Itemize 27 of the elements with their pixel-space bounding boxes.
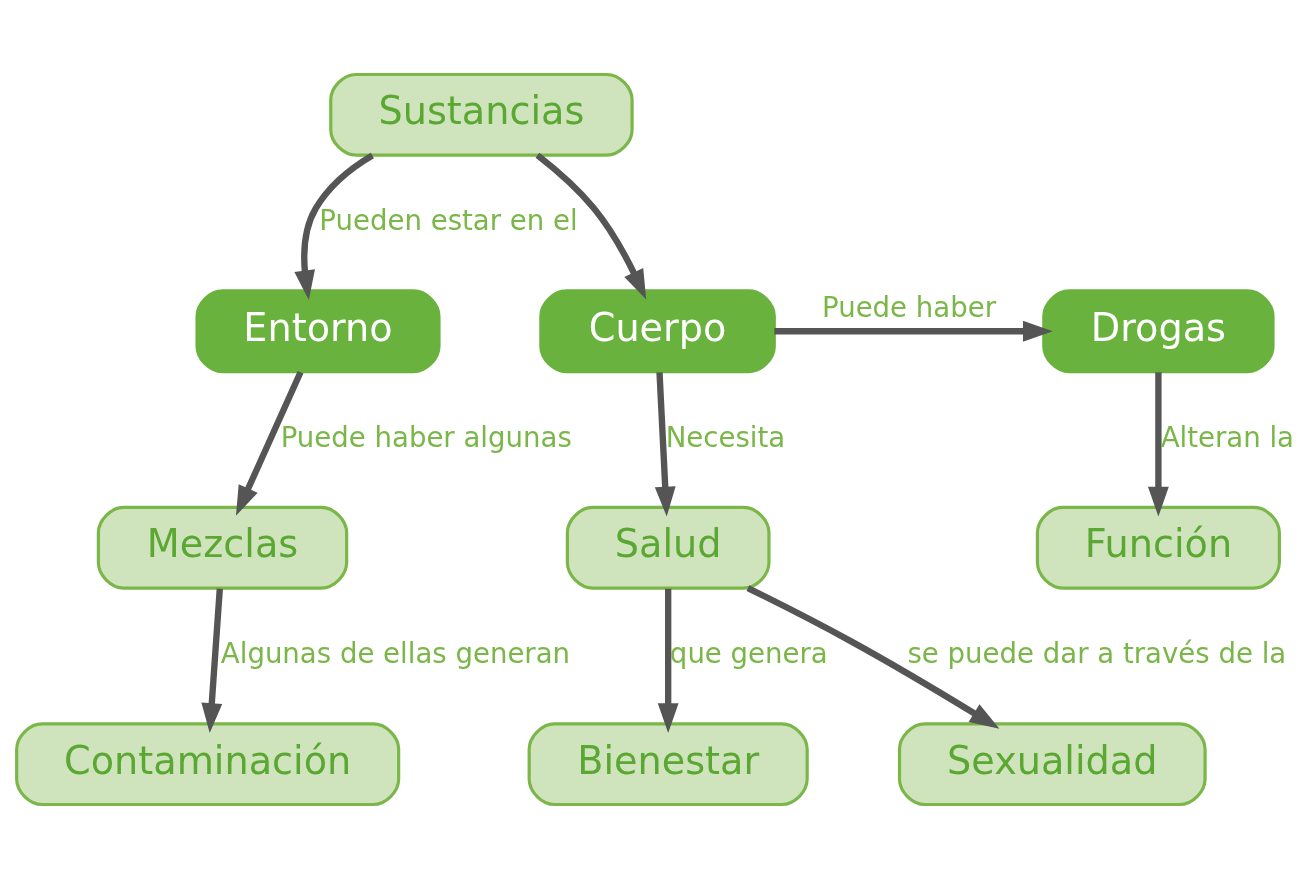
node-box: Sexualidad xyxy=(897,722,1207,807)
edge-label: que genera xyxy=(669,637,828,671)
node-box: Drogas xyxy=(1042,289,1275,374)
node-box: Cuerpo xyxy=(539,289,776,374)
edge-label: Necesita xyxy=(665,420,786,454)
arrow xyxy=(201,588,223,733)
arrow xyxy=(657,588,679,734)
arrow xyxy=(774,320,1053,342)
node-box: Mezclas xyxy=(96,505,349,590)
arrow xyxy=(746,585,1000,729)
node-box: Función xyxy=(1035,505,1281,590)
node-box: Salud xyxy=(565,505,771,590)
edge-label: Alteran la xyxy=(1160,420,1295,454)
node-box: Contaminación xyxy=(15,722,401,807)
arrow xyxy=(235,371,304,516)
arrow xyxy=(1147,372,1169,517)
arrow xyxy=(654,372,676,517)
edge-label: Pueden estar en el xyxy=(319,204,578,238)
node-box: Bienestar xyxy=(527,722,809,807)
edge-label: Puede haber algunas xyxy=(280,420,572,454)
arrow xyxy=(535,152,647,300)
arrow xyxy=(294,152,374,301)
edge-label: Algunas de ellas generan xyxy=(220,637,571,671)
node-box: Entorno xyxy=(195,289,441,374)
edge-label: se puede dar a través de la xyxy=(907,637,1287,671)
edge-label: Puede haber xyxy=(822,291,997,325)
node-box: Sustancias xyxy=(329,72,634,157)
